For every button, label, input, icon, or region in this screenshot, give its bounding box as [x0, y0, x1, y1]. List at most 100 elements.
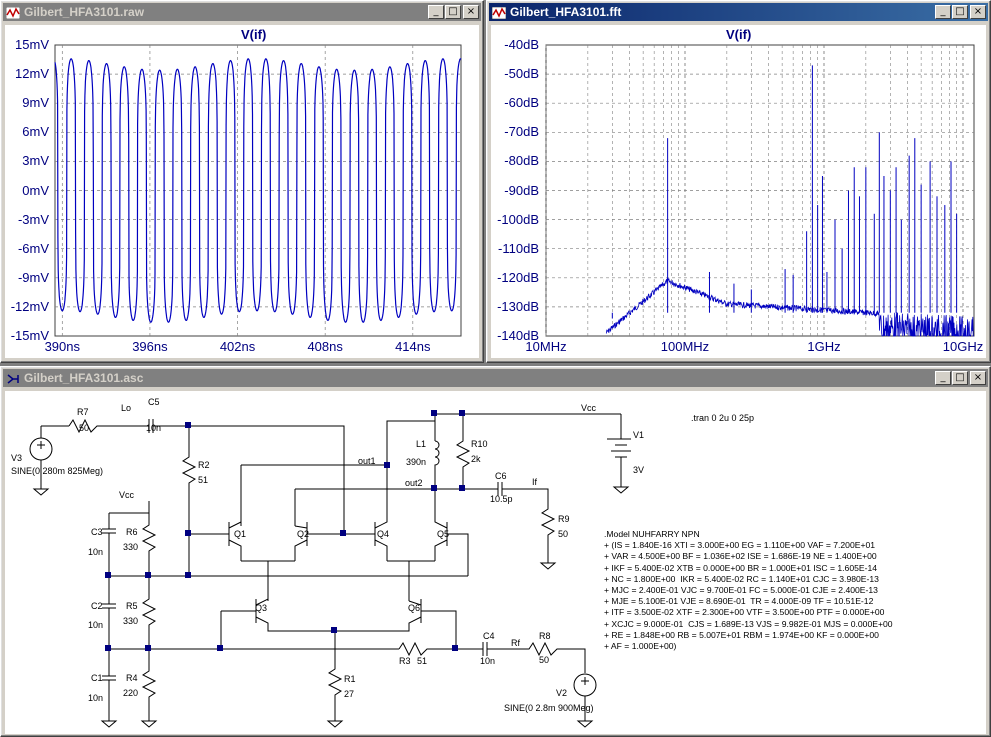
raw-y-tick-label: 6mV	[22, 124, 49, 140]
rf-net-label[interactable]: Rf	[511, 638, 520, 648]
fft-y-tick-label: -50dB	[504, 66, 539, 82]
schematic-titlebar[interactable]: Gilbert_HFA3101.asc _ □ ×	[3, 369, 988, 387]
raw-trace-title[interactable]: V(if)	[241, 27, 267, 42]
maximize-button[interactable]: □	[952, 371, 968, 385]
fft-x-tick-label: 100MHz	[660, 339, 710, 354]
close-button[interactable]: ×	[970, 5, 986, 19]
r1-value: 27	[344, 689, 354, 699]
r5-value: 330	[123, 616, 138, 626]
r4-label: R4	[126, 673, 138, 683]
q6-label: Q6	[408, 603, 420, 613]
fft-trace-title[interactable]: V(if)	[726, 27, 752, 42]
l1-label: L1	[416, 439, 426, 449]
fft-y-tick-label: -90dB	[504, 182, 539, 198]
q1-label: Q1	[234, 529, 246, 539]
fft-y-tick-label: -60dB	[504, 95, 539, 111]
waveform-app-icon	[491, 6, 507, 20]
out2-net-label[interactable]: out2	[405, 478, 423, 488]
raw-y-tick-label: -15mV	[10, 328, 49, 343]
raw-x-tick-label: 390ns	[44, 339, 80, 354]
close-button[interactable]: ×	[970, 371, 986, 385]
tran-directive[interactable]: .tran 0 2u 0 25p	[691, 413, 754, 423]
waveform-app-icon	[5, 6, 21, 20]
minimize-button[interactable]: _	[428, 5, 444, 19]
fft-y-tick-label: -120dB	[497, 269, 539, 285]
schematic-window[interactable]: Gilbert_HFA3101.asc _ □ ×	[0, 366, 991, 737]
raw-y-tick-label: 15mV	[15, 37, 49, 52]
raw-x-tick-label: 414ns	[395, 339, 431, 354]
close-button[interactable]: ×	[463, 5, 479, 19]
fft-y-tick-label: -140dB	[497, 328, 539, 343]
q3-label: Q3	[255, 603, 267, 613]
raw-y-tick-label: 12mV	[15, 66, 49, 82]
if-net-label[interactable]: If	[532, 477, 538, 487]
fft-y-tick-label: -70dB	[504, 124, 539, 140]
c4-value: 10n	[480, 656, 495, 666]
v3-label: V3	[11, 453, 22, 463]
raw-trace-line	[54, 58, 462, 323]
raw-y-tick-label: -9mV	[17, 269, 49, 285]
lo-net-label[interactable]: Lo	[121, 403, 131, 413]
raw-plot-pane[interactable]: V(if) 15mV 12mV 9mV 6mV 3mV 0mV -3mV -6mV -9mV -1…	[5, 25, 479, 358]
r9-label: R9	[558, 514, 570, 524]
v3-value[interactable]: SINE(0 280m 825Meg)	[11, 466, 103, 476]
c4-label: C4	[483, 631, 495, 641]
c1-label: C1	[91, 673, 103, 683]
maximize-button[interactable]: □	[445, 5, 461, 19]
raw-y-tick-label: -3mV	[17, 211, 49, 227]
maximize-button[interactable]: □	[952, 5, 968, 19]
raw-plot-svg	[54, 44, 462, 337]
raw-y-tick-label: 3mV	[22, 153, 49, 169]
c5-label: C5	[148, 397, 160, 407]
fft-plot-svg	[545, 44, 975, 338]
r3-value: 51	[417, 656, 427, 666]
c2-label: C2	[91, 601, 103, 611]
fft-y-tick-label: -40dB	[504, 37, 539, 52]
vcc-net-label[interactable]: Vcc	[581, 403, 597, 413]
r1-label: R1	[344, 674, 356, 684]
raw-x-tick-label: 408ns	[307, 339, 343, 354]
v1-label: V1	[633, 430, 644, 440]
fft-plot-pane[interactable]: V(if) -40dB-50dB-60dB-70dB-80dB-90dB-100…	[491, 25, 986, 358]
raw-titlebar[interactable]: Gilbert_HFA3101.raw _ □ ×	[3, 3, 481, 21]
minimize-button[interactable]: _	[935, 5, 951, 19]
fft-y-tick-label: -80dB	[504, 153, 539, 169]
r5-label: R5	[126, 601, 138, 611]
schematic-window-title: Gilbert_HFA3101.asc	[24, 371, 144, 385]
spice-model-directive[interactable]: .Model NUHFARRY NPN + (IS = 1.840E-16 XT…	[604, 529, 893, 652]
raw-y-tick-label: -6mV	[17, 240, 49, 256]
raw-window[interactable]: Gilbert_HFA3101.raw _ □ × V(if) 15mV 12mV…	[0, 0, 484, 363]
r6-label: R6	[126, 527, 138, 537]
raw-y-tick-label: 9mV	[22, 95, 49, 111]
fft-x-tick-label: 10MHz	[525, 339, 567, 354]
raw-y-tick-label: 0mV	[22, 182, 49, 198]
raw-x-tick-label: 402ns	[219, 339, 256, 354]
c5-value: 10n	[146, 423, 161, 433]
r2-value: 51	[198, 475, 208, 485]
schematic-canvas[interactable]: R7 50 Lo C5 10n V3 SINE(0 280m 825Meg) R…	[5, 391, 986, 734]
raw-y-tick-label: -12mV	[10, 298, 49, 314]
r3-label: R3	[399, 656, 411, 666]
c6-label: C6	[495, 471, 507, 481]
q2-label: Q2	[297, 529, 309, 539]
q5-label: Q5	[437, 529, 449, 539]
r8-value: 50	[539, 655, 549, 665]
r7-value: 50	[79, 423, 89, 433]
q4-label: Q4	[377, 529, 389, 539]
vcc-net-label[interactable]: Vcc	[119, 490, 135, 500]
fft-window[interactable]: Gilbert_HFA3101.fft _ □ × V(if) -40dB -50…	[486, 0, 991, 363]
fft-titlebar[interactable]: Gilbert_HFA3101.fft _ □ ×	[489, 3, 988, 21]
r9-value: 50	[558, 529, 568, 539]
r10-value: 2k	[471, 454, 481, 464]
v2-value[interactable]: SINE(0 2.8m 900Meg)	[504, 703, 594, 713]
r2-label: R2	[198, 460, 210, 470]
minimize-button[interactable]: _	[935, 371, 951, 385]
r6-value: 330	[123, 542, 138, 552]
r7-label: R7	[77, 407, 89, 417]
l1-value: 390n	[406, 457, 426, 467]
v1-value: 3V	[633, 465, 644, 475]
out1-net-label[interactable]: out1	[358, 456, 376, 466]
c1-value: 10n	[88, 693, 103, 703]
r10-label: R10	[471, 439, 488, 449]
schematic-drawing[interactable]: R7 50 Lo C5 10n V3 SINE(0 280m 825Meg) R…	[5, 391, 986, 734]
